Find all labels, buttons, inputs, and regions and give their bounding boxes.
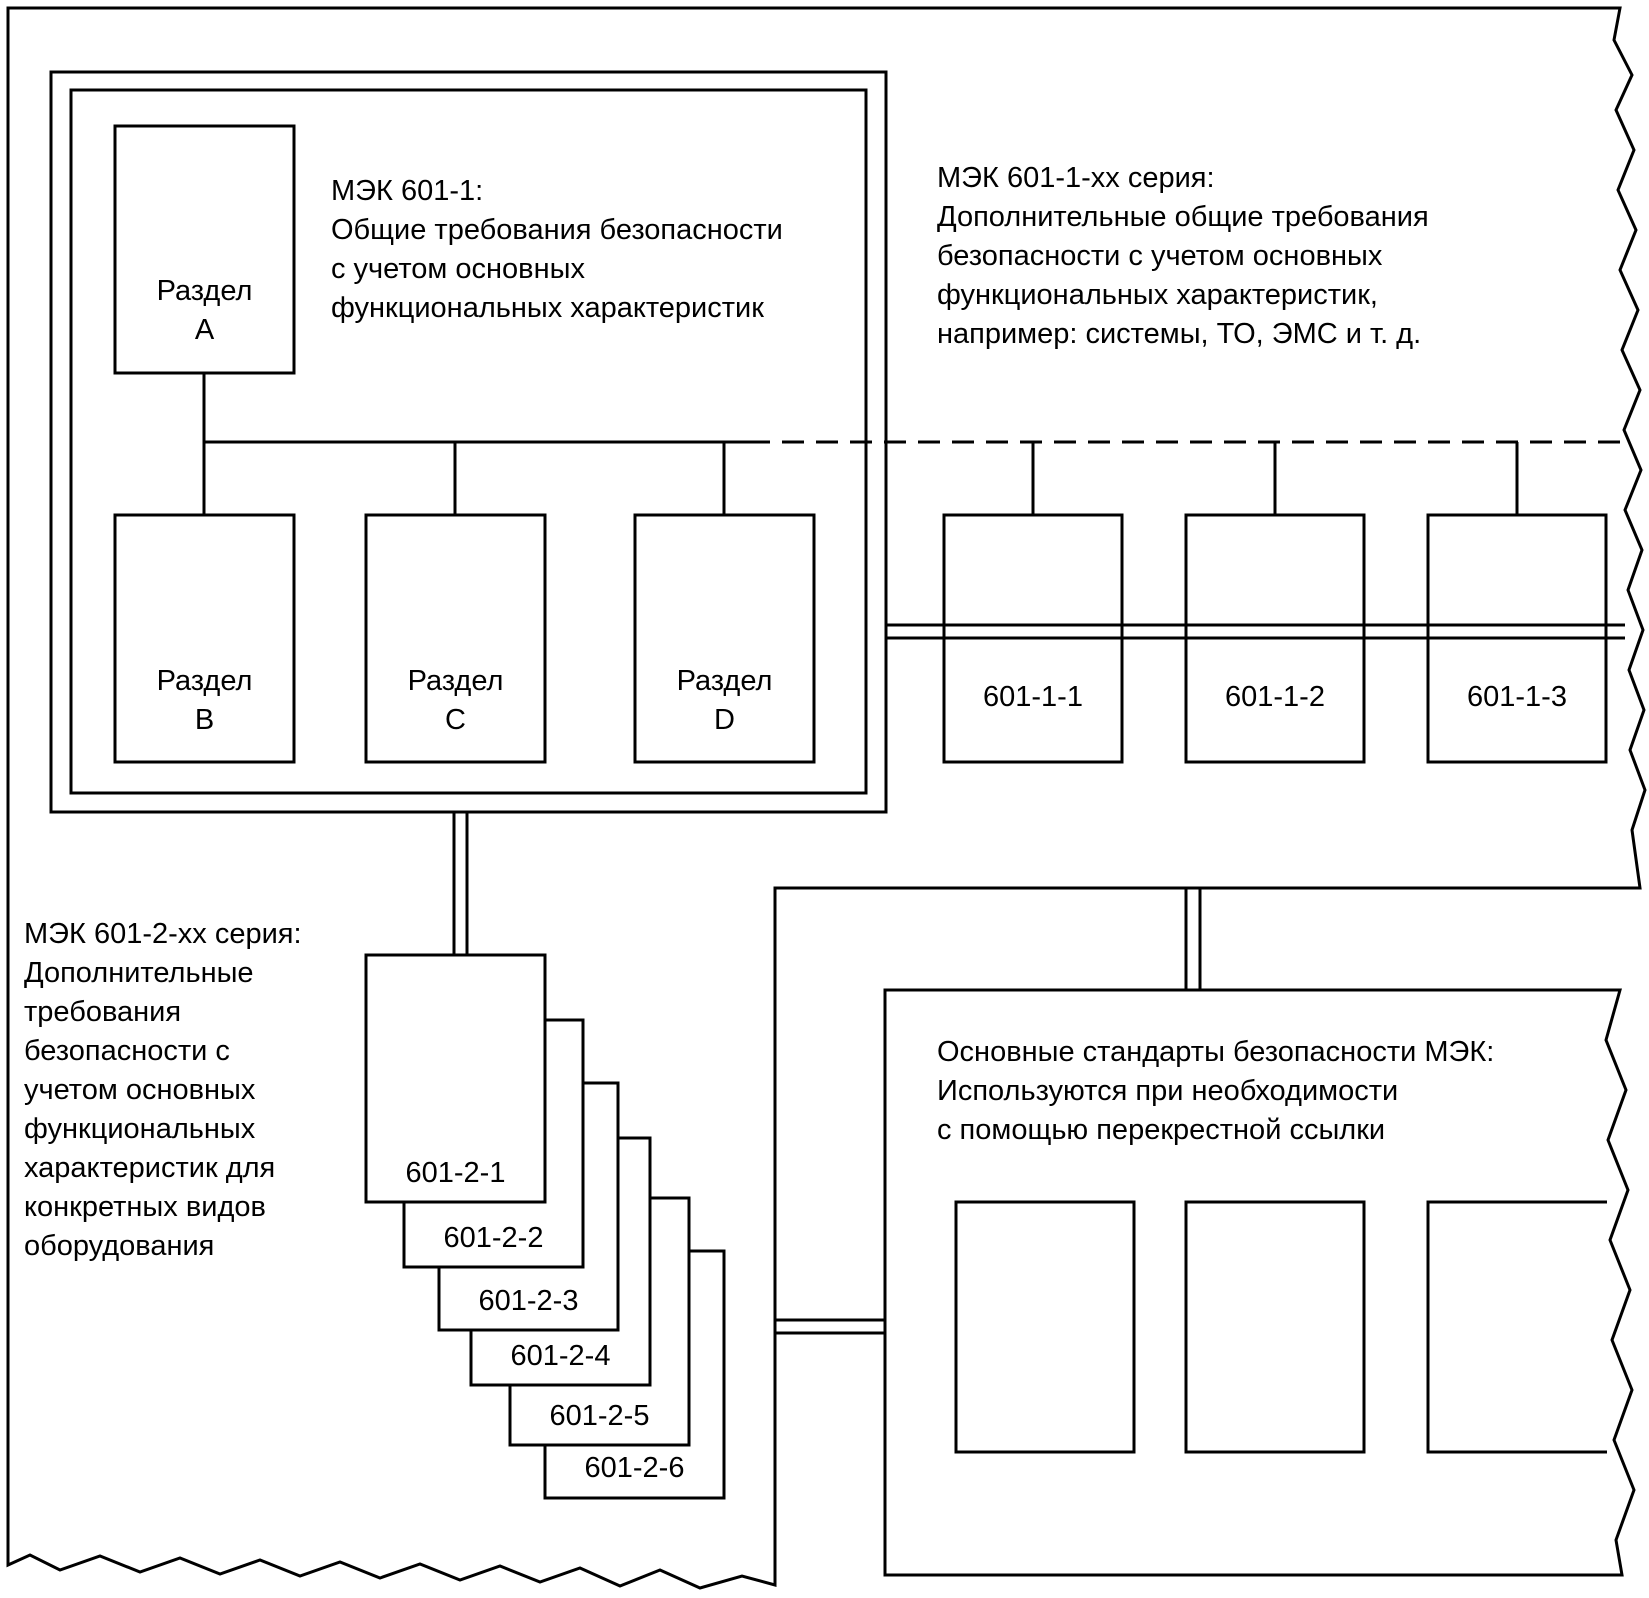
collateral-series-heading: МЭК 601-1-хх серия: Дополнительные общие… [937,162,1429,350]
collateral-label-3: 601-1-3 [1467,681,1567,713]
section-b-label: Раздел B [156,665,253,736]
particular-box-1 [364,953,547,1204]
outer-region-border [6,6,1647,1590]
core-standard-heading: МЭК 601-1: Общие требования безопасности… [331,175,783,324]
basic-box-2 [1184,1200,1366,1454]
section-c-label: Раздел C [407,665,504,736]
particular-series-heading: МЭК 601-2-хх серия: Дополнительные требо… [24,918,302,1262]
particular-label-4: 601-2-4 [510,1340,611,1372]
basic-box-1 [954,1200,1136,1454]
collateral-label-1: 601-1-1 [983,681,1083,713]
particular-label-3: 601-2-3 [478,1285,579,1317]
particular-label-2: 601-2-2 [443,1222,544,1254]
collateral-label-2: 601-1-2 [1225,681,1325,713]
basic-box-3 [1426,1200,1607,1454]
basic-standards-heading: Основные стандарты безопасности МЭК: Исп… [937,1036,1495,1146]
particular-label-1: 601-2-1 [405,1157,506,1189]
section-a-label: Раздел A [156,275,253,346]
section-d-label: Раздел D [676,665,773,736]
particular-label-6: 601-2-6 [584,1452,685,1484]
basic-standards-border [883,988,1636,1577]
particular-label-5: 601-2-5 [549,1400,650,1432]
